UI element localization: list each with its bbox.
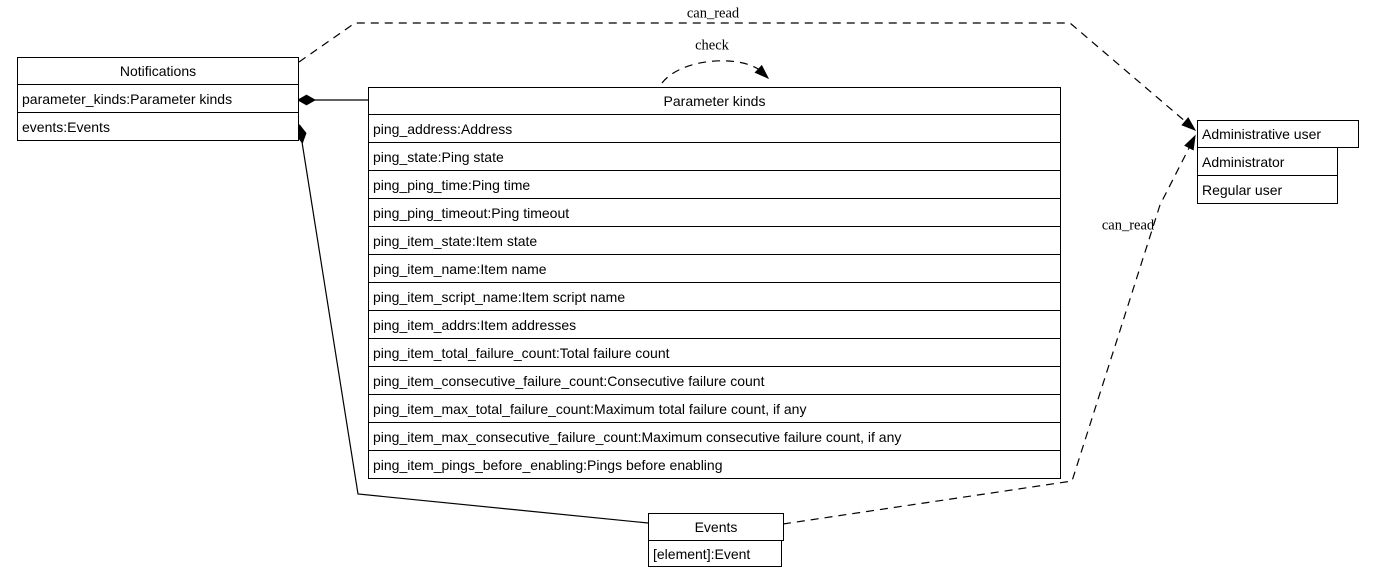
- node-parameter-kinds-attribute-row: ping_item_consecutive_failure_count:Cons…: [368, 366, 1061, 395]
- node-parameter-kinds-title: Parameter kinds: [368, 87, 1061, 115]
- node-parameter-kinds-attribute-row: ping_item_addrs:Item addresses: [368, 310, 1061, 339]
- node-parameter-kinds-attribute-row: ping_item_state:Item state: [368, 226, 1061, 255]
- edge-label-check: check: [695, 37, 729, 54]
- node-notifications-attribute-row: parameter_kinds:Parameter kinds: [17, 84, 299, 113]
- node-administrative-user-row: Administrator: [1197, 147, 1338, 176]
- edge-label-can-read-right: can_read: [1101, 217, 1155, 234]
- node-parameter-kinds-attribute-row: ping_ping_timeout:Ping timeout: [368, 198, 1061, 227]
- edge-label-can-read-top: can_read: [686, 5, 740, 22]
- node-parameter-kinds-attribute-row: ping_item_total_failure_count:Total fail…: [368, 338, 1061, 367]
- node-parameter-kinds-attribute-row: ping_item_max_consecutive_failure_count:…: [368, 422, 1061, 451]
- edge-composition-events: [301, 141, 649, 524]
- node-events-title: Events: [648, 513, 784, 541]
- arrowhead-check-icon: [754, 64, 770, 80]
- arrowhead-can-read-right-icon: [1184, 134, 1196, 151]
- node-parameter-kinds-attribute-row: ping_state:Ping state: [368, 142, 1061, 171]
- edge-can-read-right: [782, 147, 1190, 525]
- node-notifications-attribute-row: events:Events: [17, 112, 299, 141]
- edge-check-loop: [661, 60, 764, 84]
- edge-can-read-top: [298, 22, 1187, 123]
- node-parameter-kinds-attribute-row: ping_item_script_name:Item script name: [368, 282, 1061, 311]
- node-parameter-kinds-attribute-row: ping_address:Address: [368, 114, 1061, 143]
- node-parameter-kinds-attribute-row: ping_item_pings_before_enabling:Pings be…: [368, 450, 1061, 479]
- node-parameter-kinds-attribute-row: ping_ping_time:Ping time: [368, 170, 1061, 199]
- node-events-attribute-row: [element]:Event: [648, 540, 782, 567]
- node-parameter-kinds-attribute-row: ping_item_max_total_failure_count:Maximu…: [368, 394, 1061, 423]
- node-parameter-kinds-attribute-row: ping_item_name:Item name: [368, 254, 1061, 283]
- node-administrative-user-row: Regular user: [1197, 175, 1338, 204]
- composition-diamond-parameter-kinds-icon: [296, 94, 317, 106]
- arrowhead-can-read-top-icon: [1181, 117, 1197, 131]
- node-administrative-user-title: Administrative user: [1197, 120, 1359, 148]
- node-notifications-title: Notifications: [17, 57, 299, 85]
